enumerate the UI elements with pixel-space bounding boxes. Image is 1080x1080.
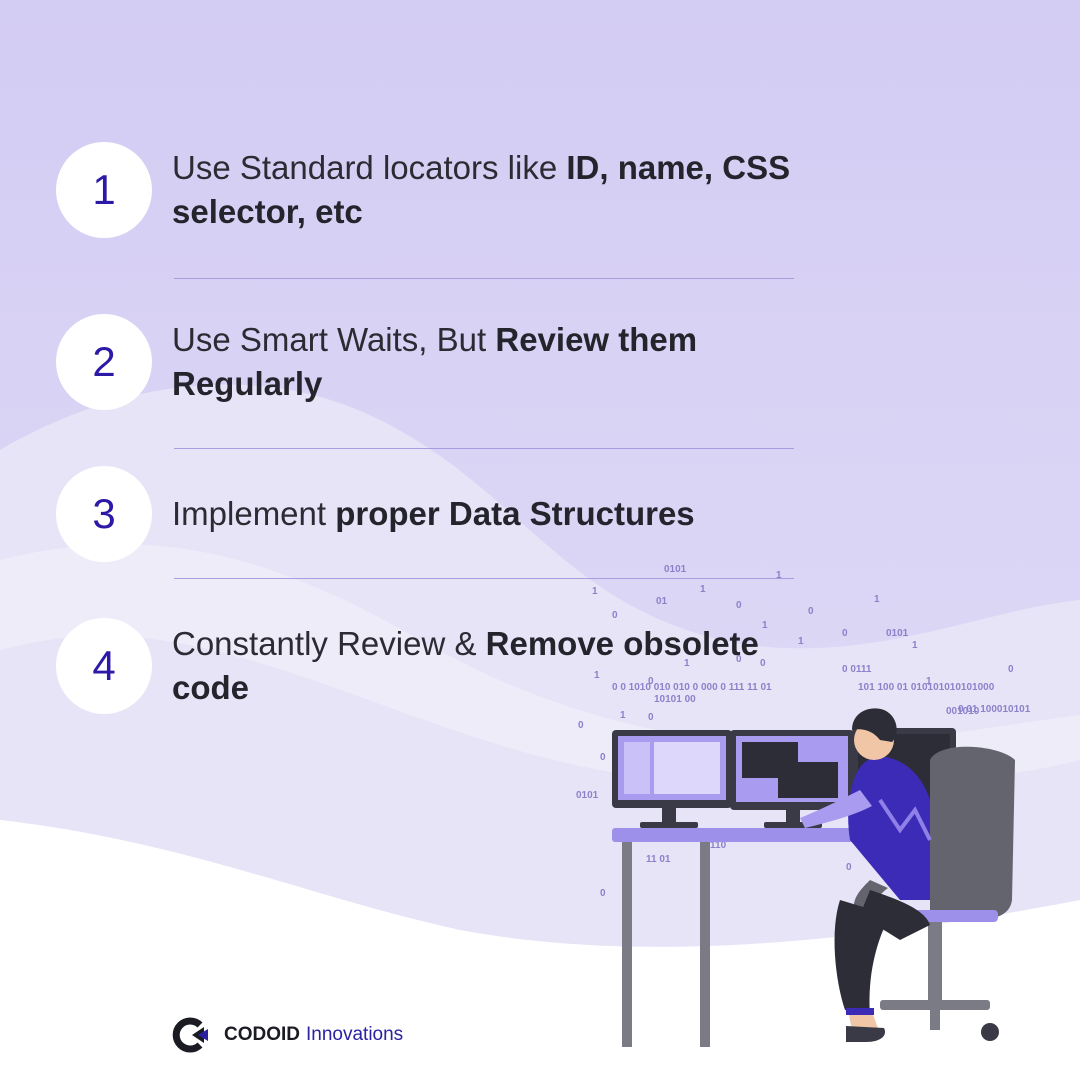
item-text-plain: Constantly Review & <box>172 625 486 662</box>
binary-digit: 0 <box>612 610 618 621</box>
binary-digit: 1 <box>926 676 932 687</box>
binary-digit: 10101 00 <box>654 694 696 705</box>
person-torso <box>848 756 930 900</box>
binary-digit: 0 <box>578 720 584 731</box>
binary-digit: 0101 <box>664 564 687 575</box>
binary-digit: 0 <box>600 888 606 899</box>
binary-digit: 1 <box>776 570 782 581</box>
binary-digit: 0 <box>760 658 766 669</box>
list-item-4: 4 Constantly Review & Remove obsolete co… <box>56 618 816 714</box>
binary-digit: 0 <box>808 606 814 617</box>
number-badge: 4 <box>56 618 152 714</box>
item-text: Use Standard locators like ID, name, CSS… <box>172 146 812 234</box>
binary-digit: 0 <box>648 712 654 723</box>
codoid-logo-icon <box>172 1017 208 1053</box>
desk-top <box>612 828 912 842</box>
divider <box>174 448 794 449</box>
item-text-bold: Remove obsolete code <box>172 625 759 706</box>
binary-digit: 1 <box>684 658 690 669</box>
binary-digit: 110 <box>710 840 727 851</box>
item-text-plain: Use Smart Waits, But <box>172 321 496 358</box>
binary-digit: 0101 <box>576 790 599 801</box>
binary-digit: 101 100 01 010101010101000 <box>858 682 995 693</box>
binary-digit: 0 <box>846 862 852 873</box>
binary-digit: 0 <box>648 676 654 687</box>
number-badge: 2 <box>56 314 152 410</box>
item-text-bold: Review them Regularly <box>172 321 698 402</box>
list-item-1: 1 Use Standard locators like ID, name, C… <box>56 142 816 238</box>
logo-wordmark: CODOID Innovations <box>224 1024 403 1046</box>
brand-logo: CODOID Innovations <box>172 1017 403 1053</box>
binary-digit: 0 <box>600 752 606 763</box>
item-text: Use Smart Waits, But Review them Regular… <box>172 318 732 406</box>
divider <box>174 278 794 279</box>
item-text: Constantly Review & Remove obsolete code <box>172 622 792 710</box>
number-badge: 1 <box>56 142 152 238</box>
binary-digit: 1 <box>620 710 626 721</box>
desk-leg <box>622 842 632 1047</box>
binary-digit: 11 01 <box>646 854 671 865</box>
item-number: 3 <box>92 490 116 537</box>
number-badge: 3 <box>56 466 152 562</box>
binary-digit: 1 <box>592 586 598 597</box>
binary-digit: 1 <box>762 620 768 631</box>
binary-digit: 0 <box>736 654 742 665</box>
item-number: 1 <box>92 166 116 213</box>
logo-brand: CODOID <box>224 1024 300 1045</box>
desk-leg <box>700 842 710 1047</box>
binary-digit: 0 <box>1008 664 1014 675</box>
binary-digit: 0101 <box>886 628 909 639</box>
binary-digit: 0 0 1010 010 010 0 000 0 111 11 01 <box>612 682 772 693</box>
binary-digit: 1 <box>874 594 880 605</box>
item-text-plain: Implement <box>172 495 336 532</box>
item-text: Implement proper Data Structures <box>172 492 812 536</box>
binary-digit: 1 <box>700 584 706 595</box>
binary-digit: 0 <box>842 628 848 639</box>
item-number: 2 <box>92 338 116 385</box>
item-number: 4 <box>92 642 116 689</box>
divider <box>174 578 794 579</box>
binary-digit: 001010 <box>946 706 980 717</box>
binary-digit: 1 <box>594 670 600 681</box>
list-item-2: 2 Use Smart Waits, But Review them Regul… <box>56 314 816 410</box>
logo-suffix: Innovations <box>306 1024 404 1045</box>
item-text-bold: ID, name, CSS selector, etc <box>172 149 791 230</box>
binary-digit: 0 <box>736 600 742 611</box>
binary-digit: 1 <box>798 636 804 647</box>
binary-digit: 0 0111 <box>842 664 872 675</box>
binary-digit: 01 <box>656 596 668 607</box>
item-text-bold: proper Data Structures <box>335 495 695 532</box>
list-item-3: 3 Implement proper Data Structures <box>56 466 816 562</box>
binary-digit: 1 <box>912 640 918 651</box>
chair-back <box>930 746 1015 919</box>
item-text-plain: Use Standard locators like <box>172 149 567 186</box>
